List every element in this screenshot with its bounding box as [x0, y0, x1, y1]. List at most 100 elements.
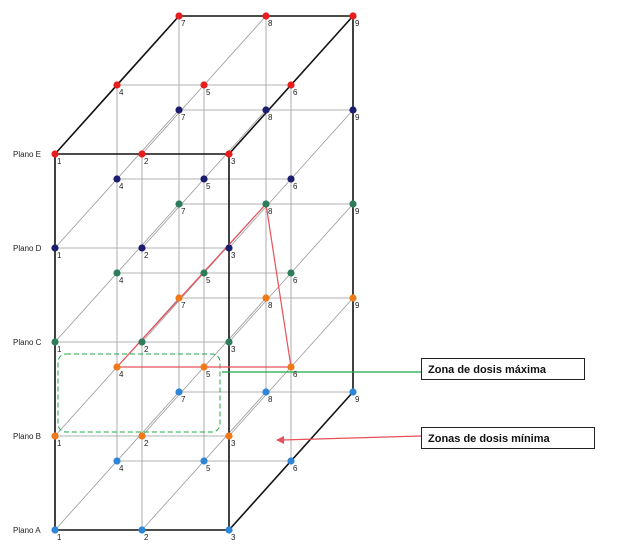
dose-point — [349, 106, 357, 114]
dose-point — [51, 244, 59, 252]
dose-point — [287, 363, 295, 371]
point-number: 1 — [57, 251, 62, 260]
dose-point — [138, 526, 146, 534]
dose-point — [262, 294, 270, 302]
plane-label: Plano A — [13, 526, 41, 535]
dose-point — [349, 200, 357, 208]
plane-label: Plano B — [13, 432, 41, 441]
dose-point — [113, 363, 121, 371]
point-number: 3 — [231, 157, 236, 166]
dose-point — [200, 175, 208, 183]
plane-label: Plano D — [13, 244, 42, 253]
point-number: 9 — [355, 395, 360, 404]
point-number: 7 — [181, 395, 186, 404]
point-number: 8 — [268, 113, 273, 122]
dose-point — [287, 457, 295, 465]
point-number: 9 — [355, 301, 360, 310]
min-dose-zone-label: Zonas de dosis mínima — [421, 427, 595, 449]
dose-point — [113, 175, 121, 183]
point-number: 6 — [293, 182, 298, 191]
point-number: 4 — [119, 370, 124, 379]
dose-point — [225, 432, 233, 440]
dose-point — [225, 526, 233, 534]
point-number: 1 — [57, 345, 62, 354]
dose-point — [225, 150, 233, 158]
point-number: 8 — [268, 19, 273, 28]
dose-point — [175, 388, 183, 396]
dose-point — [200, 363, 208, 371]
dose-point — [138, 338, 146, 346]
dose-point — [138, 244, 146, 252]
dose-point — [349, 294, 357, 302]
dose-point — [175, 200, 183, 208]
point-number: 4 — [119, 88, 124, 97]
dose-point — [51, 526, 59, 534]
dose-point — [138, 432, 146, 440]
dose-point — [287, 175, 295, 183]
point-number: 5 — [206, 182, 211, 191]
dose-point — [349, 388, 357, 396]
point-number: 9 — [355, 113, 360, 122]
point-number: 8 — [268, 395, 273, 404]
dose-point — [51, 432, 59, 440]
point-number: 5 — [206, 88, 211, 97]
point-number: 7 — [181, 113, 186, 122]
point-number: 4 — [119, 276, 124, 285]
dose-point — [113, 269, 121, 277]
dose-point — [113, 81, 121, 89]
point-number: 4 — [119, 182, 124, 191]
point-number: 2 — [144, 439, 149, 448]
point-number: 2 — [144, 533, 149, 542]
point-number: 9 — [355, 19, 360, 28]
point-number: 5 — [206, 370, 211, 379]
point-number: 1 — [57, 157, 62, 166]
point-number: 3 — [231, 251, 236, 260]
point-number: 5 — [206, 276, 211, 285]
point-number: 2 — [144, 157, 149, 166]
point-number: 3 — [231, 533, 236, 542]
point-number: 9 — [355, 207, 360, 216]
dose-point — [262, 106, 270, 114]
plane-label: Plano C — [13, 338, 42, 347]
dose-point — [175, 106, 183, 114]
point-number: 8 — [268, 301, 273, 310]
point-number: 3 — [231, 345, 236, 354]
point-number: 2 — [144, 251, 149, 260]
point-number: 3 — [231, 439, 236, 448]
point-number: 6 — [293, 276, 298, 285]
dose-point — [51, 338, 59, 346]
dose-point — [175, 12, 183, 20]
point-number: 1 — [57, 439, 62, 448]
point-number: 4 — [119, 464, 124, 473]
dose-point — [175, 294, 183, 302]
min-dose-zone-leader — [281, 435, 422, 441]
zones — [57, 202, 422, 444]
dose-point — [200, 81, 208, 89]
point-number: 5 — [206, 464, 211, 473]
dose-point — [200, 457, 208, 465]
max-dose-zone-label: Zona de dosis máxima — [421, 358, 585, 380]
dose-point — [200, 269, 208, 277]
plane-label: Plano E — [13, 150, 41, 159]
dose-point — [225, 244, 233, 252]
dose-point — [225, 338, 233, 346]
max-dose-zone-outline — [57, 353, 221, 433]
dose-point — [138, 150, 146, 158]
point-number: 6 — [293, 88, 298, 97]
point-number: 7 — [181, 19, 186, 28]
dose-point — [262, 388, 270, 396]
dose-point — [287, 81, 295, 89]
dose-point — [113, 457, 121, 465]
point-number: 6 — [293, 464, 298, 473]
point-number: 8 — [268, 207, 273, 216]
dose-point — [349, 12, 357, 20]
dose-point — [287, 269, 295, 277]
point-number: 6 — [293, 370, 298, 379]
dose-point — [262, 200, 270, 208]
dose-point — [262, 12, 270, 20]
point-number: 7 — [181, 207, 186, 216]
point-number: 1 — [57, 533, 62, 542]
